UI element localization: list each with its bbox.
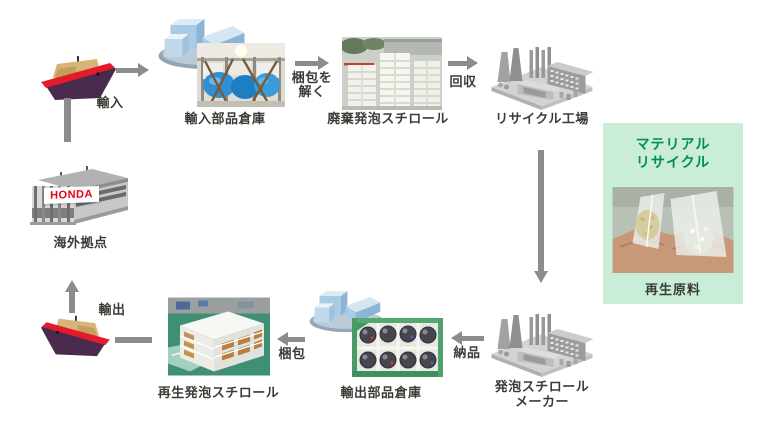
arrowhead [451,331,462,345]
label-waste-styrofoam: 廃棄発泡スチロール [327,111,449,126]
label-recycle-plant: リサイクル工場 [495,111,589,126]
arrow-deliver [451,331,484,345]
connector-styrofoam-to-ship [115,337,152,343]
arrow-pack [277,332,305,346]
cargo-ship-import-icon [41,56,116,100]
label-import-warehouse: 輸入部品倉庫 [184,111,266,126]
connector-overseas-to-ship [64,98,71,142]
label-export-warehouse: 輸出部品倉庫 [340,385,422,400]
arrow-export-up [65,280,79,313]
edge-label-unpack: 梱包を 解く [291,70,333,100]
label-styrofoam-maker: 発泡スチロール メーカー [494,379,590,410]
material-recycle-title: マテリアル リサイクル [635,136,711,170]
recycled-material-caption: 再生原料 [644,282,701,297]
honda-sign-text: HONDA [50,188,93,202]
arrowhead [65,280,79,292]
arrowhead [318,56,329,70]
arrow-unpack [295,56,329,70]
label-overseas-base: 海外拠点 [53,235,108,250]
cargo-ship-export-icon [41,315,110,357]
edge-label-pack: 梱包 [278,346,306,361]
edge-label-deliver: 納品 [453,345,481,360]
arrow-plant-to-maker [534,150,548,283]
honda-sign: HONDA [44,186,99,204]
arrowhead [534,271,548,283]
arrowhead [277,332,288,346]
arrowhead [467,56,478,70]
factory-icon-styrofoam-maker [491,314,594,377]
export-parts-photo [352,318,443,377]
recycled-material-photo [612,187,734,273]
waste-styrofoam-photo [342,37,442,110]
material-recycle-callout: マテリアル リサイクル 再生原料 [603,123,743,304]
arrow-collect [448,56,478,70]
edge-label-collect: 回収 [449,74,477,89]
edge-label-export: 輸出 [98,302,126,317]
edge-label-import: 輸入 [96,95,124,110]
recycled-styrofoam-photo [168,297,270,376]
arrow-import-right [116,63,149,77]
arrowhead [138,63,149,77]
label-recycled-styrofoam: 再生発泡スチロール [157,385,280,400]
import-warehouse-photo [197,43,285,107]
factory-icon-recycle-plant [491,47,594,110]
